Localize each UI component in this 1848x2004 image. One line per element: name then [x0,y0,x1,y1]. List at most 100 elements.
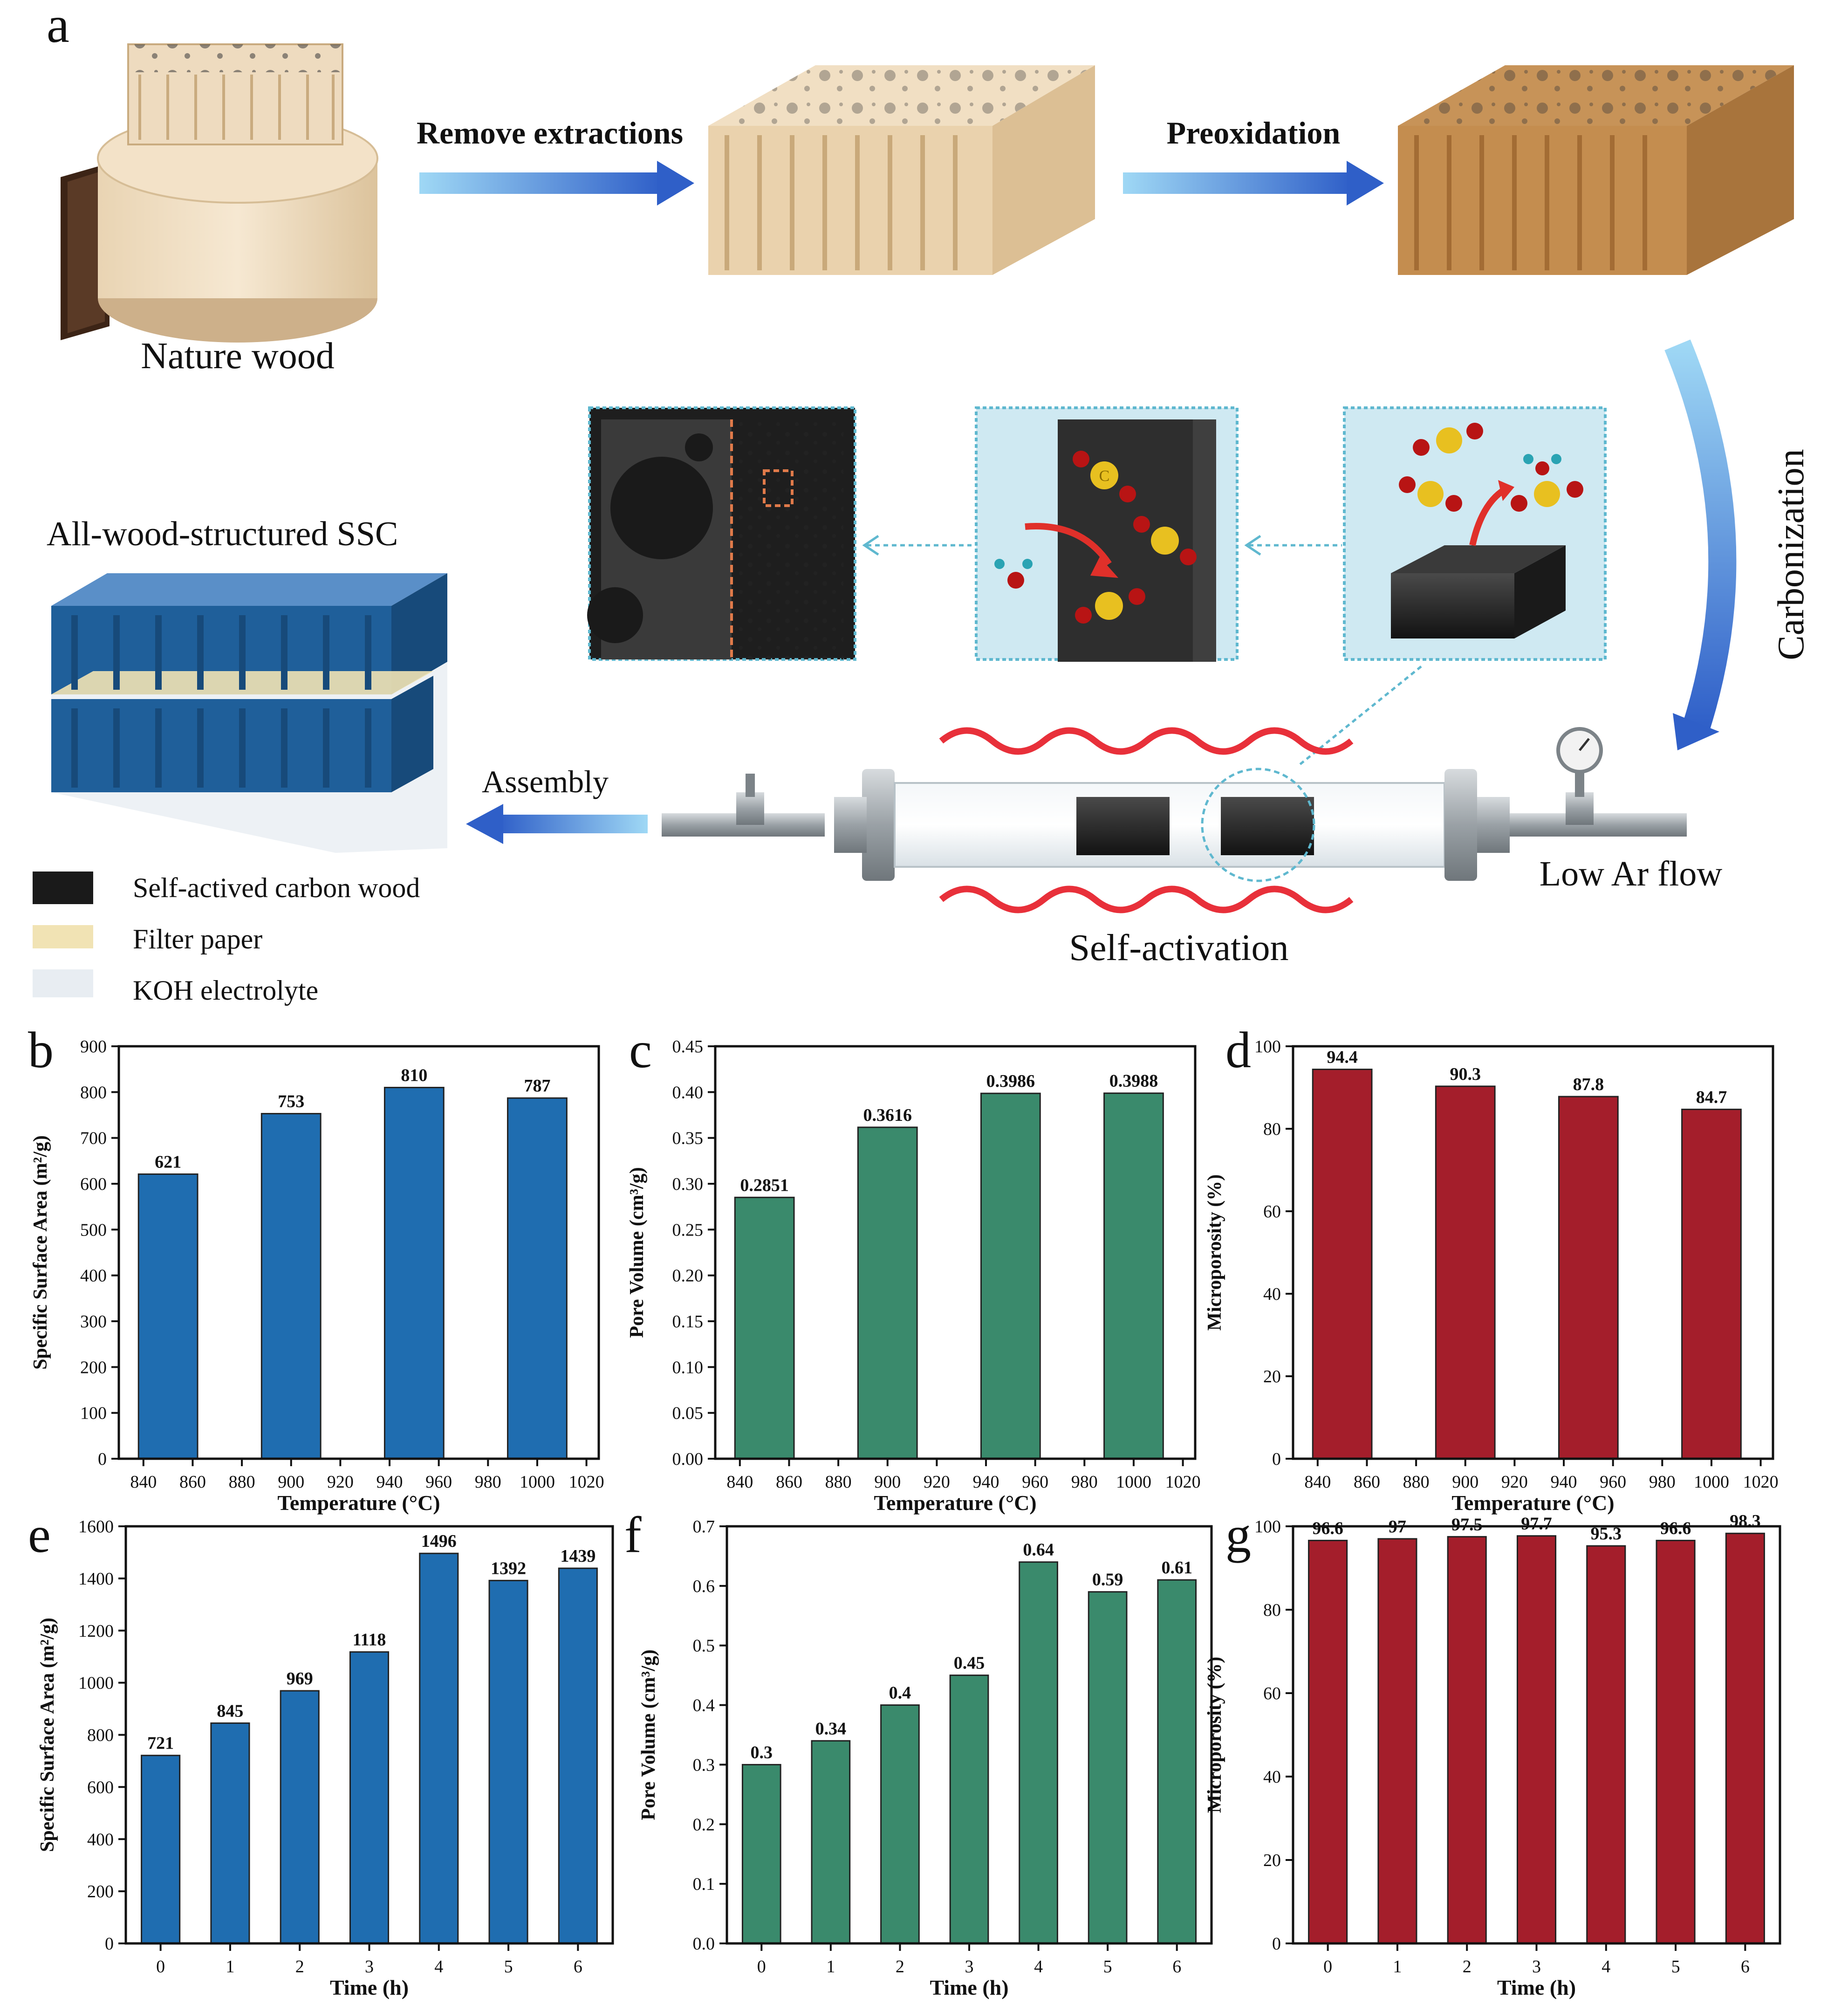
x-tick-label-f-0: 0 [757,1957,766,1977]
x-tick-label-e-3: 3 [365,1957,374,1977]
y-tick-label-b-9: 900 [80,1037,107,1057]
y-tick-label-g-1: 20 [1263,1851,1281,1870]
tube-furnace [662,727,1687,913]
y-tick-label-b-6: 600 [80,1174,107,1194]
legend-swatch-carbon [33,872,93,904]
x-tick-label-c-9: 1020 [1165,1472,1201,1492]
chart-f: f0.30.340.40.450.640.590.610.00.10.20.30… [624,1506,1213,1999]
x-axis-label-b: Temperature (°C) [277,1491,440,1515]
c-label-1: C [1099,467,1110,485]
y-tick-label-c-3: 0.15 [672,1312,704,1331]
bar-d-2 [1558,1096,1619,1460]
ssc-device-illustration [51,573,447,853]
bar-f-1 [811,1740,851,1944]
data-label-c-1: 0.3616 [863,1105,912,1125]
x-axis-label-c: Temperature (°C) [874,1491,1036,1515]
arrow-carbonization [1664,339,1737,750]
x-axis-label-d: Temperature (°C) [1451,1491,1614,1515]
x-axis-label-g: Time (h) [1497,1976,1576,1999]
y-tick-label-e-0: 0 [105,1934,114,1954]
bar-g-5 [1656,1539,1696,1944]
plot-frame-d [1292,1045,1774,1460]
x-tick-label-d-0: 840 [1304,1472,1331,1492]
y-axis-label-g: Microporosity (%) [1204,1657,1225,1813]
bar-f-6 [1157,1579,1197,1944]
x-tick-label-c-2: 880 [825,1472,852,1492]
x-tick-label-d-9: 1020 [1743,1472,1779,1492]
plot-frame-b [117,1045,600,1460]
y-tick-label-f-1: 0.1 [693,1874,715,1894]
data-label-f-0: 0.3 [751,1743,773,1762]
x-tick-label-b-6: 960 [425,1472,452,1492]
data-label-g-5: 96.6 [1660,1518,1691,1538]
bar-f-2 [880,1704,920,1944]
data-label-f-2: 0.4 [889,1683,911,1703]
y-tick-label-g-3: 60 [1263,1684,1281,1703]
chart-b: b621753810787010020030040050060070080090… [28,1022,604,1515]
bar-f-4 [1019,1561,1058,1944]
data-label-d-0: 94.4 [1327,1048,1358,1067]
y-tick-label-f-0: 0.0 [693,1934,715,1954]
device-title: All-wood-structured SSC [47,515,398,553]
nature-wood-label: Nature wood [141,336,334,377]
x-tick-label-g-4: 4 [1602,1957,1610,1977]
data-label-g-3: 97.7 [1521,1514,1552,1534]
remove-extractions-label: Remove extractions [417,115,683,151]
bar-g-1 [1377,1538,1417,1944]
y-axis-label-d: Microporosity (%) [1204,1174,1225,1331]
bar-c-2 [980,1092,1041,1460]
data-label-c-0: 0.2851 [740,1175,789,1195]
data-label-e-6: 1439 [560,1546,595,1566]
bar-c-0 [734,1196,795,1460]
data-label-g-2: 97.5 [1451,1515,1483,1534]
preoxidation-label: Preoxidation [1167,115,1341,151]
x-tick-label-c-8: 1000 [1116,1472,1151,1492]
y-tick-label-c-4: 0.20 [672,1266,704,1286]
y-tick-label-c-8: 0.40 [672,1083,704,1102]
x-tick-label-e-2: 2 [295,1957,304,1977]
data-label-b-3: 787 [524,1076,550,1096]
y-tick-label-c-9: 0.45 [672,1037,704,1057]
bar-e-1 [210,1722,250,1944]
arrow-assembly [466,804,648,844]
legend-label-filter-paper: Filter paper [133,924,262,954]
bar-d-0 [1312,1069,1373,1460]
data-label-f-5: 0.59 [1092,1570,1123,1590]
x-axis-label-e: Time (h) [330,1976,409,1999]
data-label-c-2: 0.3986 [986,1071,1035,1091]
x-tick-label-d-2: 880 [1403,1472,1430,1492]
data-label-e-3: 1118 [353,1630,386,1650]
data-label-f-3: 0.45 [954,1654,985,1673]
data-label-g-0: 96.6 [1312,1518,1343,1538]
bar-e-4 [419,1552,459,1944]
y-tick-label-c-5: 0.25 [672,1220,704,1240]
panel-letter-f: f [624,1506,642,1563]
x-tick-label-b-4: 920 [327,1472,354,1492]
x-tick-label-c-1: 860 [776,1472,802,1492]
y-tick-label-g-4: 80 [1263,1600,1281,1620]
y-tick-label-g-0: 0 [1272,1934,1281,1954]
y-tick-label-b-8: 800 [80,1083,107,1102]
data-label-e-0: 721 [147,1734,174,1753]
data-label-c-3: 0.3988 [1109,1071,1158,1091]
data-label-e-1: 845 [217,1701,243,1721]
data-label-d-1: 90.3 [1450,1064,1481,1084]
x-tick-label-g-3: 3 [1532,1957,1541,1977]
bar-b-2 [383,1087,445,1460]
y-tick-label-e-3: 600 [87,1778,114,1797]
preoxidized-wood-block [1398,65,1794,275]
y-tick-label-b-7: 700 [80,1129,107,1148]
bar-f-3 [949,1675,989,1944]
bar-g-3 [1516,1535,1557,1944]
x-tick-label-b-3: 900 [278,1472,304,1492]
y-tick-label-g-5: 100 [1254,1517,1281,1537]
nature-wood-illustration [61,43,378,343]
x-tick-label-e-1: 1 [226,1957,234,1977]
data-label-f-1: 0.34 [815,1719,847,1738]
carbonization-label: Carbonization [1771,449,1812,660]
light-wood-block [708,65,1095,275]
x-tick-label-b-7: 980 [475,1472,501,1492]
data-label-e-4: 1496 [421,1531,457,1551]
